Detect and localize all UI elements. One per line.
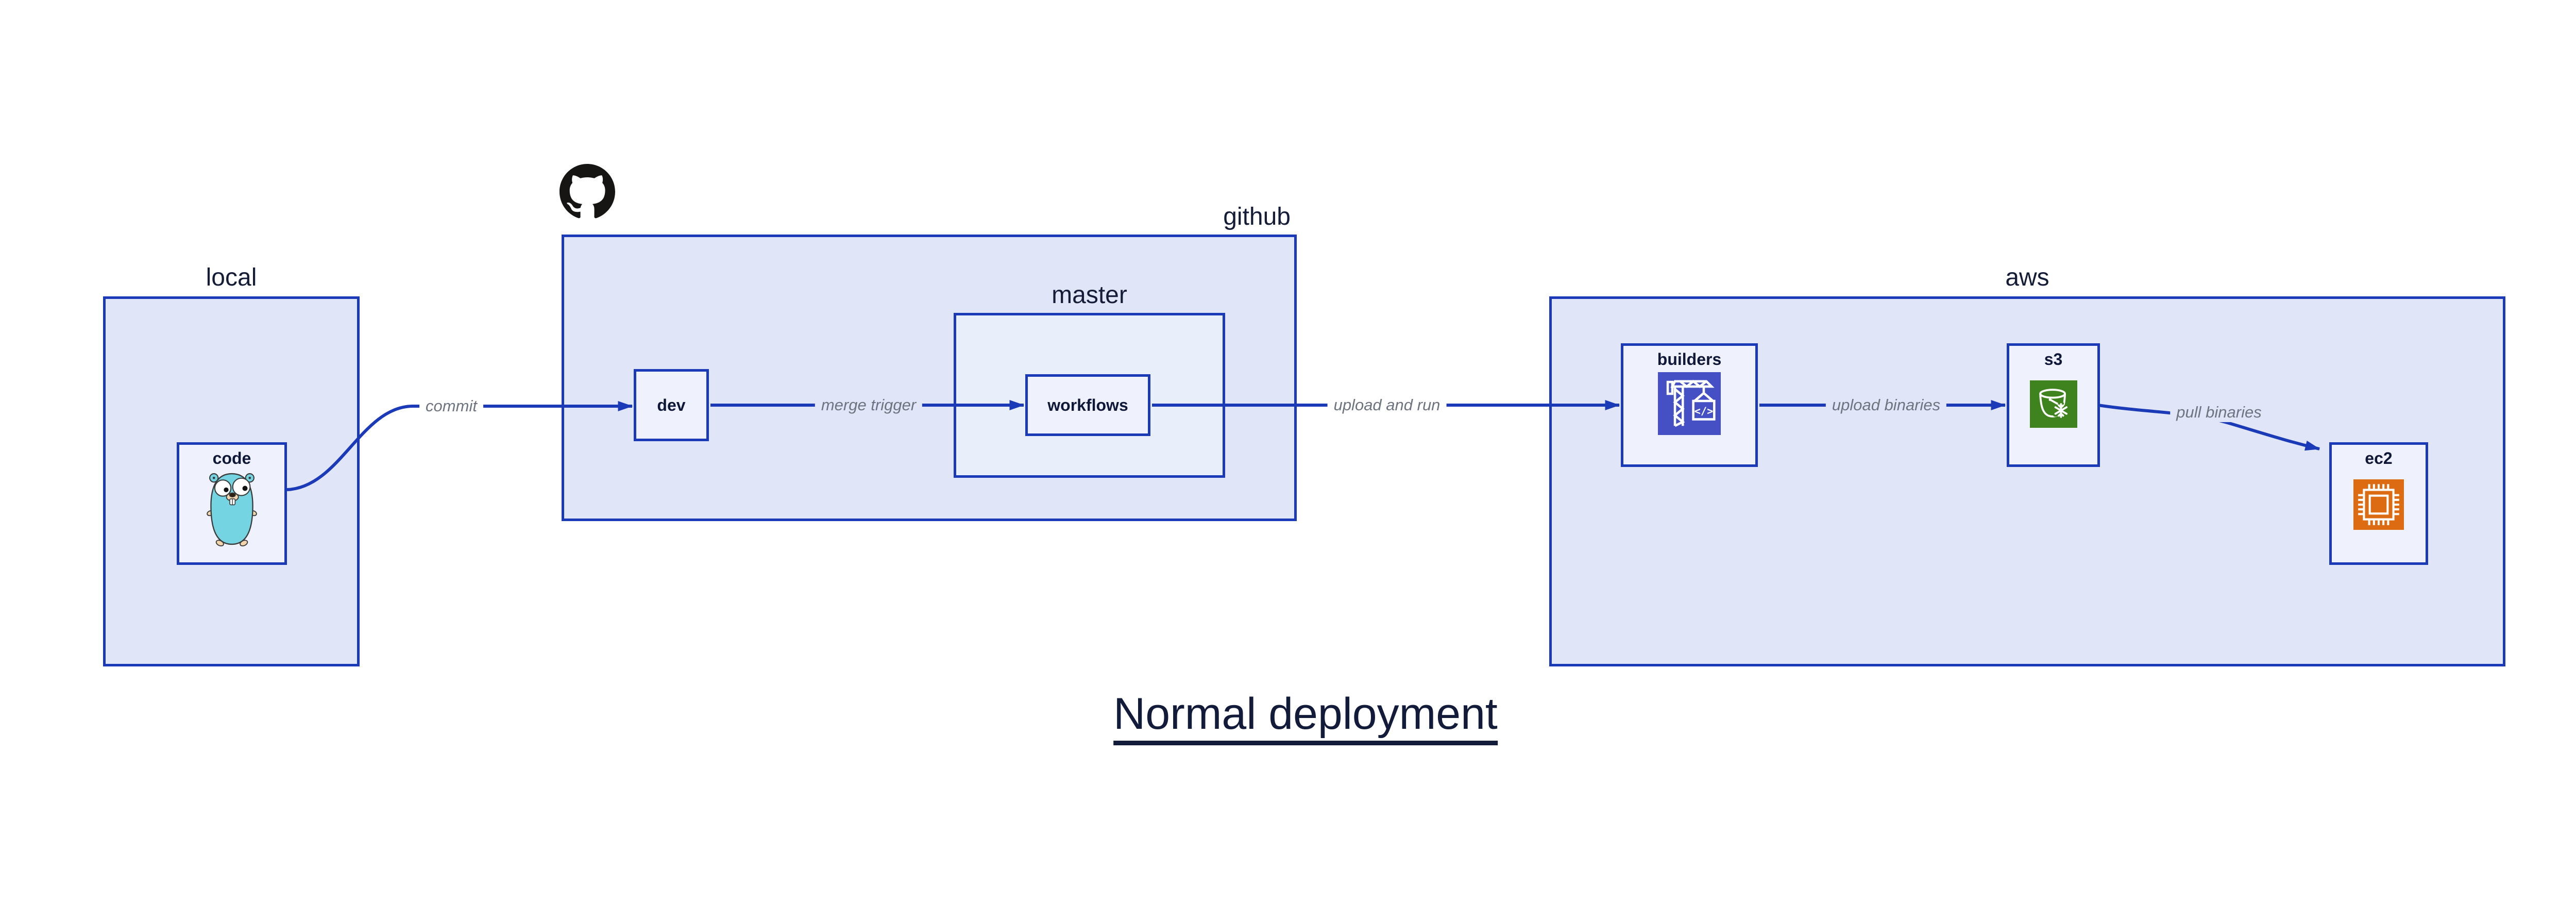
gopher-right-pupil xyxy=(242,486,248,491)
s3-handle-knob xyxy=(2048,398,2052,402)
codebuild-crane-icon: </> xyxy=(1658,372,1721,435)
gopher-left-pupil xyxy=(224,487,229,493)
go-gopher-icon xyxy=(207,473,257,546)
codebuild-crane xyxy=(1666,379,1716,427)
s3-bucket-snowflake-icon xyxy=(2030,380,2077,428)
edge-label-commit: commit xyxy=(419,396,483,416)
edge-pull-binaries xyxy=(2097,404,2320,451)
s3-node-label: s3 xyxy=(2044,350,2063,369)
dev-node-label: dev xyxy=(657,395,686,414)
github-logo-icon xyxy=(560,164,615,219)
code-node-label: code xyxy=(212,449,251,467)
workflows-node-box xyxy=(1025,374,1150,436)
local-group-label: local xyxy=(206,264,257,291)
builders-node-label: builders xyxy=(1657,350,1722,369)
workflows-node-label: workflows xyxy=(1047,395,1128,414)
diagram-title: Normal deployment xyxy=(1113,689,1498,745)
ec2-node-label: ec2 xyxy=(2365,449,2393,467)
aws-group-label: aws xyxy=(2005,264,2049,291)
gopher-ear-dot xyxy=(248,476,251,479)
ec2-chip-icon xyxy=(2353,479,2404,530)
edge-label-upload-binaries: upload binaries xyxy=(1825,395,1947,415)
github-group-label: github xyxy=(1223,203,1291,230)
dev-node-box xyxy=(634,369,709,441)
gopher-nose xyxy=(229,492,236,497)
edge-commit xyxy=(286,401,633,491)
codebuild-code-glyph: </> xyxy=(1694,405,1714,417)
edge-label-pull-binaries: pull binaries xyxy=(2170,402,2268,423)
edge-label-upload-and-run: upload and run xyxy=(1327,395,1447,415)
snowflake xyxy=(2054,403,2068,418)
edge-label-merge-trigger: merge trigger xyxy=(815,395,923,415)
ec2-chip xyxy=(2358,484,2399,525)
s3-icon-bg xyxy=(2030,380,2077,428)
builders-node-box xyxy=(1621,343,1758,467)
master-group-label: master xyxy=(1052,281,1127,309)
gopher-ear-dot xyxy=(212,476,215,479)
gopher-right-eye xyxy=(232,477,251,496)
